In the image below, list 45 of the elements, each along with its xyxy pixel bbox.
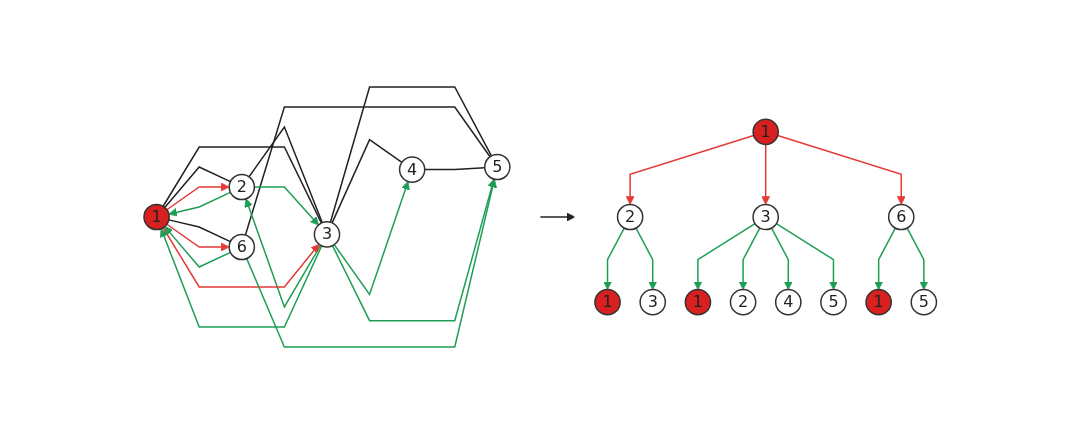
connector [248, 125, 324, 224]
connector [168, 219, 232, 243]
node-circle: 6 [228, 233, 256, 261]
connector [162, 146, 323, 224]
arrow [162, 227, 320, 288]
node-circle: 2 [228, 173, 256, 201]
node-circle: 1 [865, 288, 893, 316]
arrow [164, 226, 232, 268]
arrow [603, 227, 626, 290]
node-circle: 4 [399, 156, 426, 183]
connector [331, 138, 403, 224]
arrow [166, 223, 230, 252]
arrow [168, 191, 232, 217]
node-circle: 5 [910, 288, 938, 316]
node-circle: 3 [313, 221, 341, 248]
connector [164, 166, 232, 209]
arrow [738, 227, 761, 290]
node-circle: 1 [684, 288, 712, 316]
arrow [777, 134, 906, 205]
node-circle: 1 [143, 203, 171, 231]
arrow [333, 181, 410, 297]
arrow [166, 182, 230, 211]
node-circle: 1 [752, 118, 780, 146]
node-circle: 3 [639, 288, 667, 316]
node-circle: 5 [484, 153, 511, 181]
arrow [626, 134, 755, 205]
node-circle: 4 [775, 288, 802, 316]
node-circle: 1 [594, 288, 622, 316]
node-circle: 2 [730, 288, 757, 316]
connector [330, 86, 493, 224]
arrow [160, 228, 323, 328]
arrow [693, 222, 757, 290]
node-circle: 5 [820, 288, 848, 316]
node-circle: 6 [888, 203, 915, 231]
arrow [244, 198, 322, 309]
arrow [635, 227, 658, 290]
node-circle: 3 [752, 203, 780, 231]
arrow [906, 227, 929, 290]
connector [245, 106, 492, 236]
node-circle: 2 [617, 203, 644, 231]
arrow [771, 227, 793, 290]
arrow [761, 143, 771, 205]
arrow [246, 178, 498, 348]
arrow [874, 227, 897, 290]
arrow [539, 212, 576, 222]
